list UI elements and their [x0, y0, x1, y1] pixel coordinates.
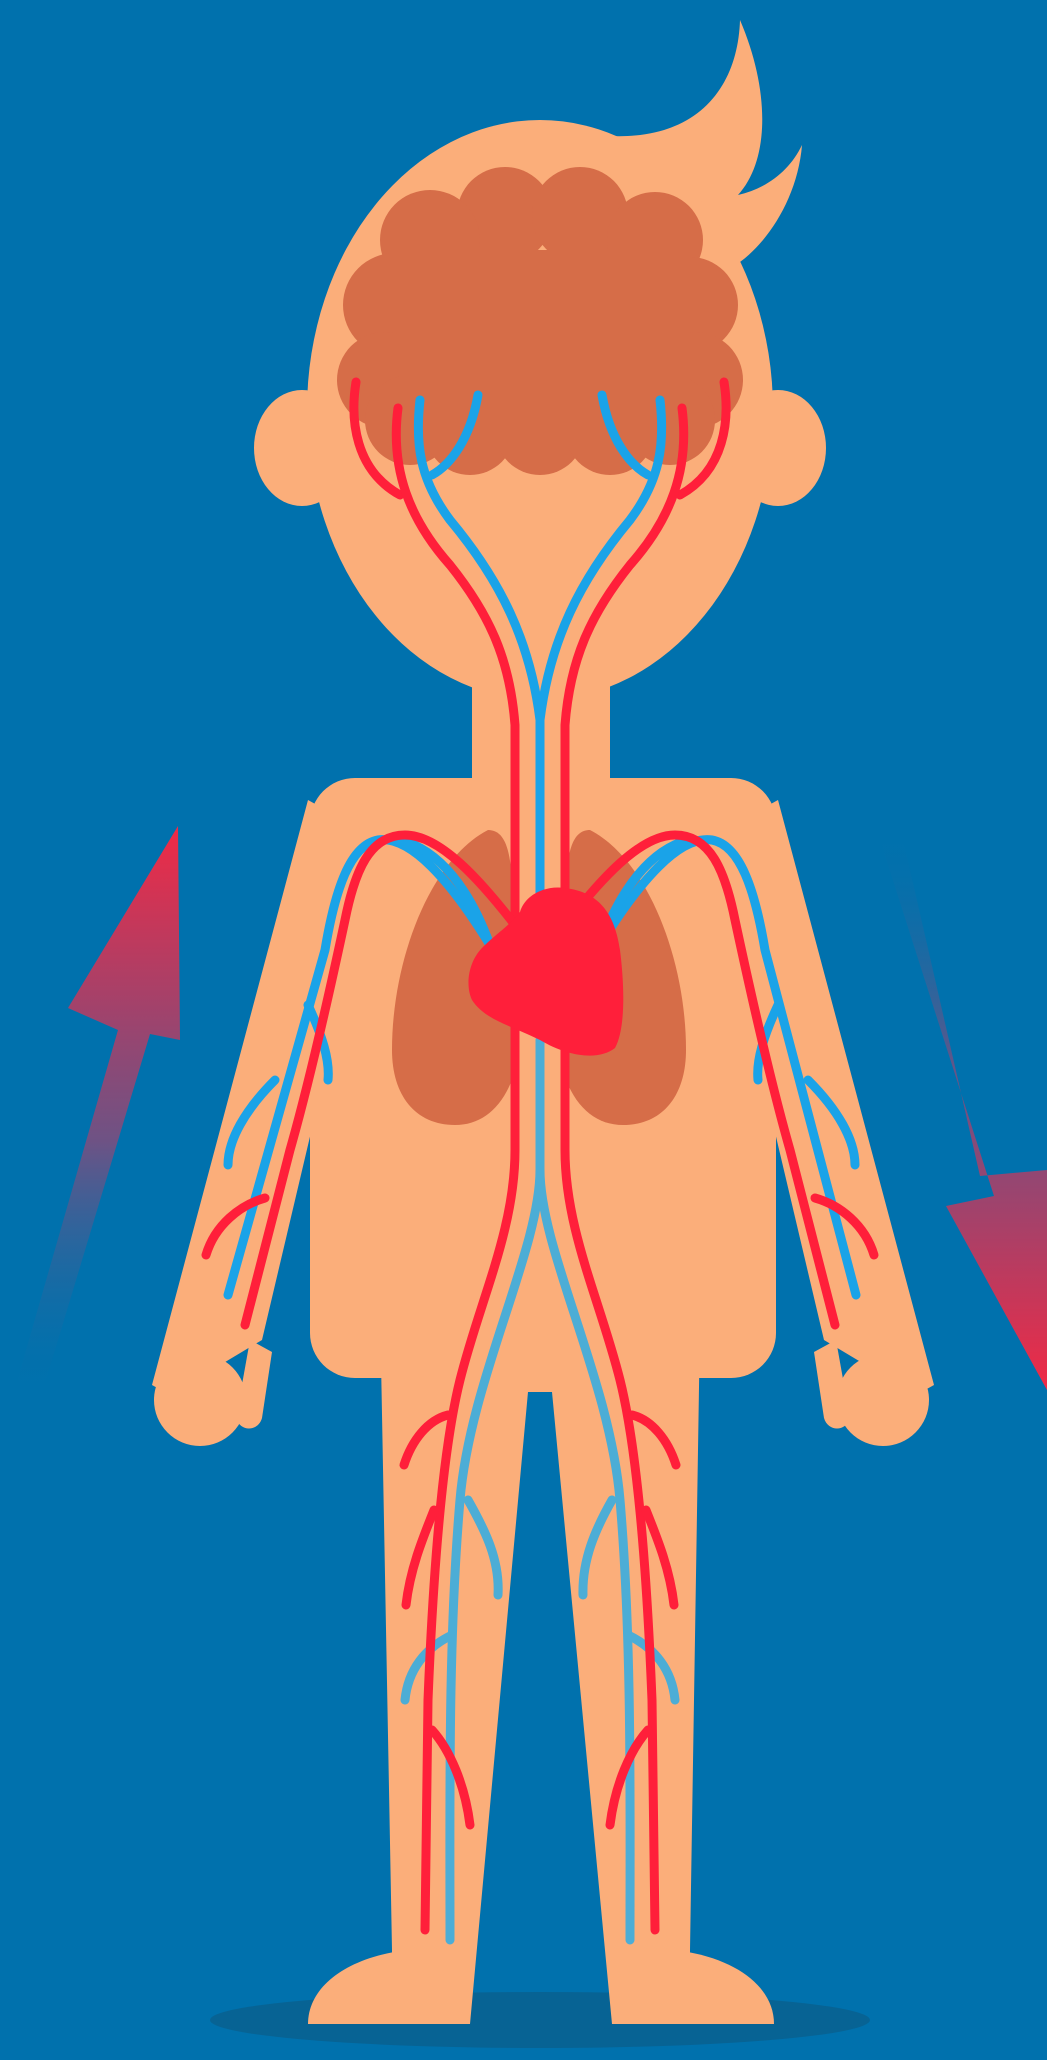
right-leg [540, 1200, 702, 2024]
left-leg [378, 1200, 540, 2024]
up-arrow [14, 826, 180, 1400]
right-ear [730, 390, 826, 506]
left-ear [254, 390, 350, 506]
